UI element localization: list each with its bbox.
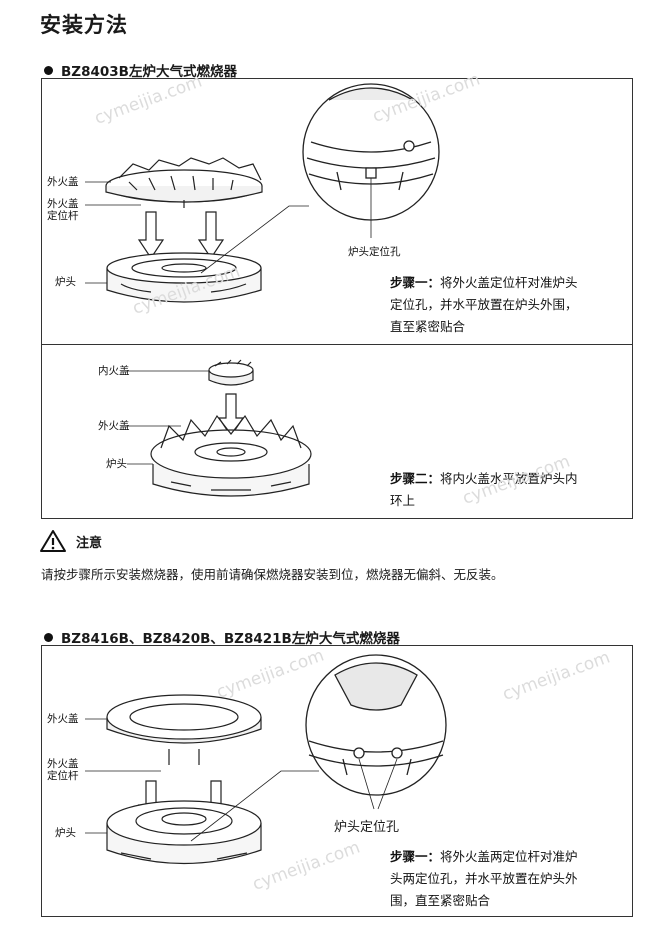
burner-head-drawing-2 [106,800,262,865]
section2-panel [41,645,633,917]
label-locating-hole: 炉头定位孔 [348,246,401,258]
zoom-detail-circle [302,83,440,221]
section1-title: BZ8403B左炉大气式燃烧器 [44,60,237,80]
label-burner-head: 炉头 [55,276,76,288]
bullet-icon [44,66,53,75]
label-outer-cap-2: 外火盖 [98,420,130,432]
section2-step-line1: 将外火盖两定位杆对准炉 [440,849,578,864]
outer-cap-drawing-2 [106,694,262,765]
label-outer-cap-pin-2: 定位杆 [47,210,79,222]
step2-label: 步骤二： [390,471,441,486]
label-outer-cap-3: 外火盖 [47,713,79,725]
section2-illustration [85,654,447,865]
label-locating-hole-2: 炉头定位孔 [334,820,400,835]
section2-step-instructions: 步骤一：将外火盖两定位杆对准炉 头两定位孔，并水平放置在炉头外 围，直至紧密贴合 [390,846,630,912]
notice-title: 注意 [76,536,103,551]
label-burner-head-3: 炉头 [55,827,76,839]
inner-cap-drawing [208,359,254,386]
step1-illustration [85,83,440,303]
step2-panel [41,344,633,519]
section2-title-text: BZ8416B、BZ8420B、BZ8421B左炉大气式燃烧器 [61,631,400,647]
cap-on-burner-drawing [150,414,312,497]
step1-text-line3: 直至紧密贴合 [390,319,466,334]
label-outer-cap: 外火盖 [47,176,79,188]
bullet-icon [44,633,53,642]
step1-label: 步骤一： [390,275,441,290]
section1-title-text: BZ8403B左炉大气式燃烧器 [61,64,237,80]
step2-instructions: 步骤二：将内火盖水平放置炉头内 环上 [390,468,630,512]
label-burner-head-2: 炉头 [106,458,127,470]
notice-text: 请按步骤所示安装燃烧器，使用前请确保燃烧器安装到位，燃烧器无偏斜、无反装。 [41,567,504,582]
label-outer-cap-pin-1: 外火盖 [47,198,79,210]
zoom-detail-circle-2 [305,654,447,796]
step1-text-line2: 定位孔，并水平放置在炉头外围， [390,297,578,312]
step1-text-line1: 将外火盖定位杆对准炉头 [440,275,578,290]
section2-step-line2: 头两定位孔，并水平放置在炉头外 [390,871,578,886]
burner-head-drawing [106,252,262,303]
step2-text-line2: 环上 [390,493,416,508]
page-title: 安装方法 [40,13,128,37]
section2-step-label: 步骤一： [390,849,441,864]
section2-step-line3: 围，直至紧密贴合 [390,893,491,908]
label-outer-cap-pin-3b: 定位杆 [47,770,79,782]
section2-title: BZ8416B、BZ8420B、BZ8421B左炉大气式燃烧器 [44,627,400,647]
outer-cap-drawing [105,157,263,208]
step2-illustration [127,359,312,497]
step1-instructions: 步骤一：将外火盖定位杆对准炉头 定位孔，并水平放置在炉头外围， 直至紧密贴合 [390,272,630,338]
arrow-down-icon [137,211,225,260]
label-inner-cap: 内火盖 [98,365,130,377]
label-outer-cap-pin-3a: 外火盖 [47,758,79,770]
step2-text-line1: 将内火盖水平放置炉头内 [440,471,578,486]
warning-icon [40,530,66,552]
